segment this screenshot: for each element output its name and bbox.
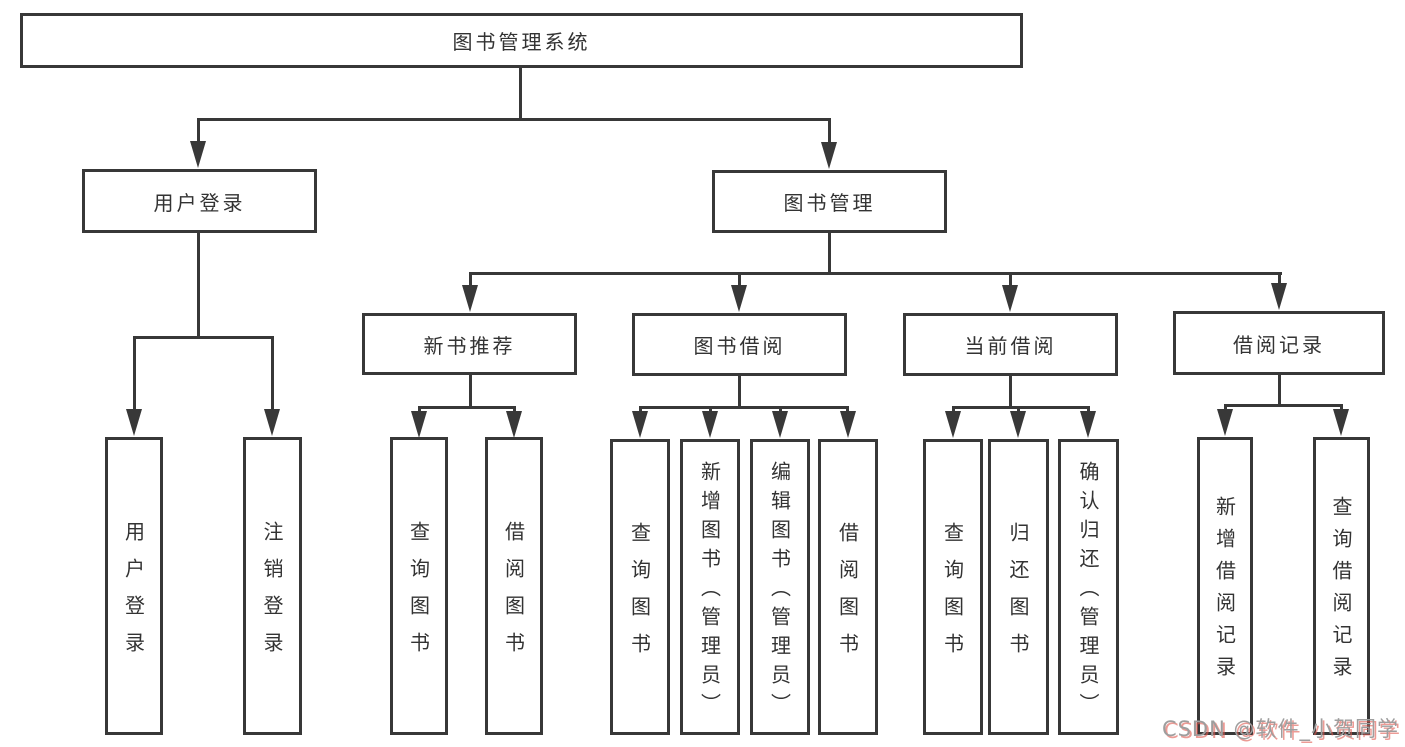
- connector-hline: [469, 272, 1282, 275]
- leaf-query-book-3-label: 查询图书: [940, 521, 965, 670]
- leaf-edit-book: 编辑图书（管理员）: [750, 439, 810, 735]
- connector-vline: [639, 406, 642, 415]
- connector-vline: [828, 118, 831, 145]
- leaf-add-book-label: 新增图书（管理员）: [697, 461, 722, 722]
- connector-vline: [197, 118, 200, 144]
- leaf-query-book-1-label: 查询图书: [406, 520, 431, 669]
- csdn-watermark: CSDN @软件_小贺同学: [1161, 717, 1399, 741]
- arrowhead-down-icon: [772, 411, 788, 438]
- node-book-borrow: 图书借阅: [632, 313, 847, 376]
- leaf-edit-book-label: 编辑图书（管理员）: [767, 461, 792, 722]
- connector-vline: [828, 233, 831, 275]
- leaf-user-login: 用户登录: [105, 437, 163, 735]
- arrowhead-down-icon: [1080, 411, 1096, 438]
- connector-vline: [271, 336, 274, 412]
- connector-vline: [513, 406, 516, 415]
- arrowhead-down-icon: [840, 411, 856, 438]
- connector-vline: [1017, 406, 1020, 415]
- leaf-confirm-return: 确认归还（管理员）: [1058, 439, 1119, 735]
- leaf-logout: 注销登录: [243, 437, 302, 735]
- leaf-query-book-2: 查询图书: [610, 439, 670, 735]
- arrowhead-down-icon: [1010, 411, 1026, 438]
- leaf-borrow-book-2-label: 借阅图书: [835, 521, 860, 670]
- node-book-borrow-label: 图书借阅: [693, 334, 786, 358]
- arrowhead-down-icon: [190, 141, 206, 168]
- connector-vline: [418, 406, 421, 415]
- leaf-query-record-label: 查询借阅记录: [1329, 496, 1353, 688]
- connector-vline: [1278, 375, 1281, 407]
- connector-hline: [197, 118, 831, 121]
- connector-vline: [709, 406, 712, 415]
- arrowhead-down-icon: [1002, 285, 1018, 312]
- leaf-user-login-label: 用户登录: [121, 520, 146, 669]
- arrowhead-down-icon: [264, 409, 280, 436]
- leaf-query-book-2-label: 查询图书: [627, 521, 652, 670]
- leaf-add-record-label: 新增借阅记录: [1212, 496, 1237, 688]
- connector-hline: [418, 406, 516, 409]
- node-current-borrow-label: 当前借阅: [964, 334, 1057, 358]
- arrowhead-down-icon: [702, 411, 718, 438]
- connector-hline: [639, 406, 849, 409]
- connector-hline: [1224, 404, 1343, 407]
- connector-vline: [1009, 272, 1012, 288]
- leaf-return-book: 归还图书: [988, 439, 1049, 735]
- connector-vline: [738, 376, 741, 409]
- arrowhead-down-icon: [411, 411, 427, 438]
- connector-vline: [1009, 376, 1012, 409]
- node-borrow-records-label: 借阅记录: [1233, 332, 1325, 357]
- node-borrow-records: 借阅记录: [1173, 311, 1385, 375]
- leaf-query-record: 查询借阅记录: [1313, 437, 1370, 735]
- connector-vline: [1340, 404, 1343, 413]
- arrowhead-down-icon: [821, 142, 837, 169]
- connector-vline: [133, 336, 136, 412]
- node-book-management: 图书管理: [712, 170, 947, 233]
- connector-vline: [952, 406, 955, 415]
- leaf-query-book-3: 查询图书: [923, 439, 983, 735]
- node-new-book-recommend: 新书推荐: [362, 313, 577, 375]
- arrowhead-down-icon: [506, 411, 522, 438]
- node-user-login: 用户登录: [82, 169, 317, 233]
- connector-hline: [133, 336, 274, 339]
- connector-vline: [738, 272, 741, 288]
- arrowhead-down-icon: [1217, 409, 1233, 436]
- connector-vline: [1278, 272, 1281, 286]
- node-new-book-recommend-label: 新书推荐: [423, 333, 516, 358]
- leaf-add-record: 新增借阅记录: [1197, 437, 1253, 735]
- arrowhead-down-icon: [731, 285, 747, 312]
- leaf-logout-label: 注销登录: [260, 520, 284, 669]
- connector-vline: [469, 272, 472, 288]
- leaf-borrow-book-1-label: 借阅图书: [501, 520, 526, 669]
- connector-vline: [197, 233, 200, 336]
- leaf-query-book-1: 查询图书: [390, 437, 448, 735]
- connector-vline: [779, 406, 782, 415]
- node-root-label: 图书管理系统: [452, 30, 591, 54]
- node-book-management-label: 图书管理: [783, 191, 876, 215]
- arrowhead-down-icon: [945, 411, 961, 438]
- arrowhead-down-icon: [632, 411, 648, 438]
- connector-vline: [1224, 404, 1227, 413]
- connector-hline: [952, 406, 1090, 409]
- arrowhead-down-icon: [1333, 409, 1349, 436]
- leaf-add-book: 新增图书（管理员）: [680, 439, 740, 735]
- arrowhead-down-icon: [126, 409, 142, 436]
- arrowhead-down-icon: [1271, 283, 1287, 310]
- node-current-borrow: 当前借阅: [903, 313, 1118, 376]
- leaf-borrow-book-2: 借阅图书: [818, 439, 878, 735]
- connector-vline: [846, 406, 849, 415]
- arrowhead-down-icon: [462, 285, 478, 312]
- leaf-return-book-label: 归还图书: [1006, 521, 1030, 670]
- connector-vline: [519, 68, 522, 118]
- leaf-confirm-return-label: 确认归还（管理员）: [1076, 461, 1100, 722]
- connector-vline: [1087, 406, 1090, 415]
- node-root: 图书管理系统: [20, 13, 1023, 68]
- node-user-login-label: 用户登录: [153, 190, 246, 215]
- connector-vline: [469, 375, 472, 409]
- leaf-borrow-book-1: 借阅图书: [485, 437, 543, 735]
